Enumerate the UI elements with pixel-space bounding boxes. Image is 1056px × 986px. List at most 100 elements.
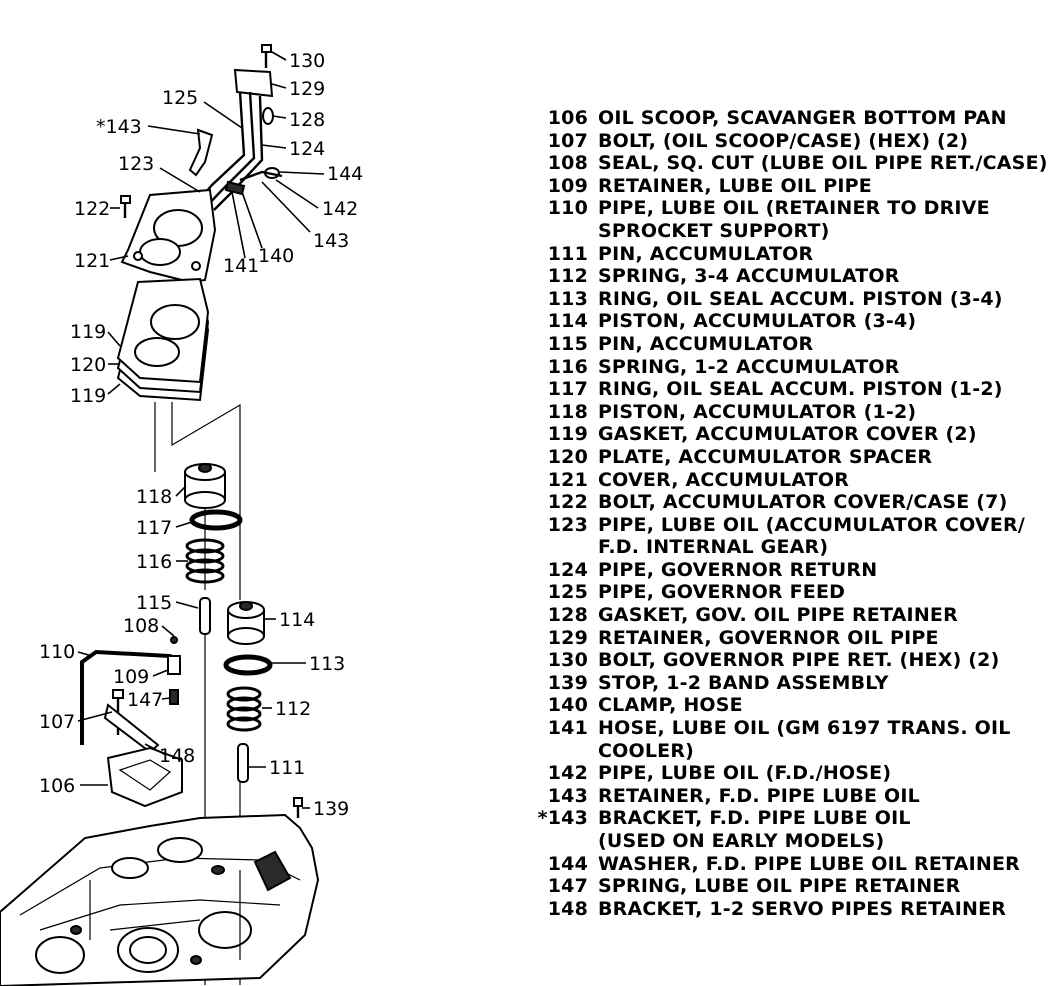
callout-113: 113 [309,653,345,675]
legend-row: 130 BOLT, GOVERNOR PIPE RET. (HEX) (2) [534,649,1054,672]
legend-row: 142 PIPE, LUBE OIL (F.D./HOSE) [534,762,1054,785]
leader-lines [77,51,325,809]
legend-part-number: 111 [547,242,588,265]
legend-part-number: 121 [547,468,588,491]
legend-part-number: 129 [547,626,588,649]
oil-scoop-assembly [80,636,303,818]
legend-part-number: 119 [547,423,588,446]
legend-row: 106 OIL SCOOP, SCAVANGER BOTTOM PAN [534,107,1054,130]
legend-part-number: 117 [547,378,588,401]
legend-part-number: 109 [547,174,588,197]
legend-part-description: (USED ON EARLY MODELS) [598,830,885,852]
legend-part-number: 116 [547,355,588,378]
callout-141: 141 [223,255,259,277]
legend-part-description: BOLT, (OIL SCOOP/CASE) (HEX) (2) [598,129,969,152]
callout-112: 112 [275,698,311,720]
legend-row: 113 RING, OIL SEAL ACCUM. PISTON (3-4) [534,288,1054,311]
callout-116: 116 [136,551,172,573]
callout-123: 123 [118,153,154,175]
callout-114: 114 [279,609,315,631]
legend-part-number: 128 [547,604,588,627]
legend-part-description: F.D. INTERNAL GEAR) [598,536,829,559]
legend-part-number: 118 [547,400,588,423]
legend-part-number [534,740,598,763]
legend-part-description: STOP, 1-2 BAND ASSEMBLY [598,671,889,694]
legend-part-number: 142 [547,762,588,785]
callout-117: 117 [136,517,172,539]
assembly-centerline [154,402,241,985]
legend-part-number: 147 [547,875,588,898]
legend-part-number: *143 [537,807,588,830]
callout-142: 142 [322,198,358,220]
legend-part-number: 143 [547,784,588,807]
legend-row: COOLER) [534,740,1054,763]
legend-part-number: 139 [547,671,588,694]
callout-148: 148 [159,745,195,767]
legend-row: (USED ON EARLY MODELS) [534,830,1054,853]
legend-row: 139 STOP, 1-2 BAND ASSEMBLY [534,672,1054,695]
legend-part-number: 114 [547,310,588,333]
legend-part-description: BRACKET, F.D. PIPE LUBE OIL [598,807,911,830]
callout-119-bottom: 119 [70,385,106,407]
gasket-spacer-stack [116,277,210,402]
legend-part-description: PLATE, ACCUMULATOR SPACER [598,445,933,468]
transmission-case [0,813,320,986]
callout-106: 106 [39,775,75,797]
legend-part-description: OIL SCOOP, SCAVANGER BOTTOM PAN [598,107,1007,129]
legend-part-number: 130 [547,649,588,672]
legend-part-description: COVER, ACCUMULATOR [598,468,850,491]
legend-part-number [534,220,598,243]
exploded-parts-diagram: 130 129 125 128 *143 124 123 144 122 142… [0,44,363,986]
legend-part-number: 108 [547,152,588,175]
callout-119-top: 119 [70,321,106,343]
legend-row: 143 RETAINER, F.D. PIPE LUBE OIL [534,785,1054,808]
legend-part-number: 140 [547,694,588,717]
legend-part-description: PISTON, ACCUMULATOR (1-2) [598,400,917,423]
callout-140: 140 [258,245,294,267]
legend-part-number: 122 [547,491,588,514]
legend-row: F.D. INTERNAL GEAR) [534,536,1054,559]
legend-part-description: PIPE, LUBE OIL (F.D./HOSE) [598,762,892,785]
legend-row: 109 RETAINER, LUBE OIL PIPE [534,175,1054,198]
legend-part-number [534,536,598,559]
legend-part-description: SEAL, SQ. CUT (LUBE OIL PIPE RET./CASE) [598,152,1048,175]
legend-part-description: BRACKET, 1-2 SERVO PIPES RETAINER [598,897,1007,920]
callout-121: 121 [74,250,110,272]
callout-143-bracket: *143 [96,116,142,138]
legend-part-description: SPRING, 1-2 ACCUMULATOR [598,355,900,378]
legend-part-number: 148 [547,897,588,920]
legend-part-number: 106 [547,107,588,129]
legend-part-description: CLAMP, HOSE [598,694,743,717]
legend-part-description: BOLT, GOVERNOR PIPE RET. (HEX) (2) [598,649,1000,672]
legend-part-description: RING, OIL SEAL ACCUM. PISTON (3-4) [598,287,1003,310]
callout-143-retainer: 143 [313,230,349,252]
legend-row: 140 CLAMP, HOSE [534,694,1054,717]
callout-129: 129 [289,78,325,100]
legend-part-description: RETAINER, LUBE OIL PIPE [598,174,872,197]
legend-part-number: 125 [547,581,588,604]
legend-row: 128 GASKET, GOV. OIL PIPE RETAINER [534,604,1054,627]
legend-part-description: GASKET, GOV. OIL PIPE RETAINER [598,604,958,627]
legend-part-description: RETAINER, F.D. PIPE LUBE OIL [598,784,920,807]
legend-part-description: PIN, ACCUMULATOR [598,332,814,355]
callout-125: 125 [162,87,198,109]
callout-147: 147 [127,689,163,711]
legend-part-description: SPROCKET SUPPORT) [598,219,830,242]
legend-part-description: BOLT, ACCUMULATOR COVER/CASE (7) [598,491,1008,514]
callout-111: 111 [269,757,305,779]
legend-part-number: 113 [547,287,588,310]
callout-107: 107 [39,711,75,733]
